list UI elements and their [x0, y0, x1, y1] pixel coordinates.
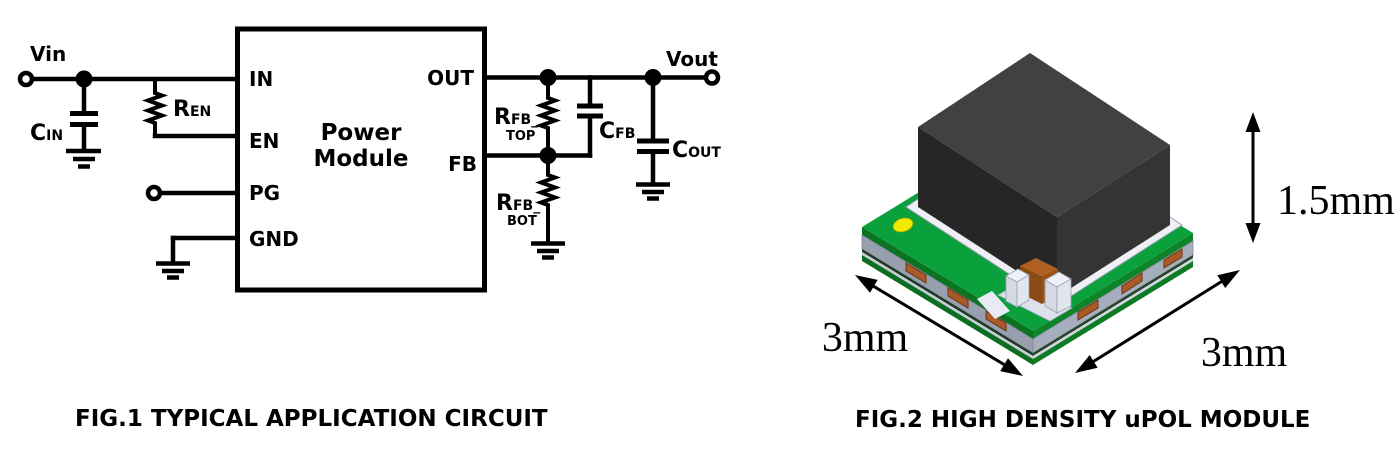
dimension-depth: 3mm — [1075, 270, 1287, 376]
pg-terminal-circle — [145, 184, 163, 202]
ren-resistor: REN — [142, 79, 240, 139]
ren-label: REN — [173, 97, 211, 122]
pg-net — [145, 184, 240, 202]
fig1-application-circuit-schematic: Vin CIN REN — [17, 26, 721, 432]
rfb-top-label-line2: TOP — [506, 129, 535, 144]
cout-capacitor: COUT — [636, 75, 721, 201]
copper-pads-right — [1077, 248, 1183, 321]
pin-label-en: EN — [249, 129, 279, 153]
power-module-box: Power Module IN EN PG GND OUT FB — [235, 26, 487, 293]
pin-label-fb: FB — [448, 152, 477, 176]
power-module-label-line2: Module — [313, 146, 408, 172]
pin-label-in: IN — [249, 67, 273, 91]
vin-net: Vin — [17, 42, 240, 88]
vin-label: Vin — [30, 42, 66, 66]
vin-terminal-circle — [17, 70, 35, 88]
pin1-marker-dot — [892, 217, 914, 233]
vout-label: Vout — [666, 47, 718, 71]
rfb-bot-label-line2: BOT — [507, 214, 537, 229]
fig2-caption: FIG.2 HIGH DENSITY uPOL MODULE — [855, 407, 1310, 433]
pin-label-out: OUT — [427, 66, 474, 90]
dimension-width-label: 3mm — [822, 315, 909, 361]
inductor-block — [918, 53, 1170, 297]
dimension-width: 3mm — [822, 275, 1023, 376]
rfb-top-label: RFB_ — [494, 105, 538, 130]
dimension-height-label: 1.5mm — [1277, 178, 1395, 224]
dimension-depth-label: 3mm — [1201, 330, 1288, 376]
pin-label-pg: PG — [249, 181, 280, 205]
vout-terminal-circle — [703, 69, 721, 86]
dimension-height: 1.5mm — [1245, 112, 1395, 243]
cfb-capacitor: CFB — [577, 75, 635, 158]
cfb-label: CFB — [599, 119, 635, 144]
copper-pads-left — [905, 262, 1007, 332]
pin-label-gnd: GND — [249, 227, 299, 251]
fig1-caption: FIG.1 TYPICAL APPLICATION CIRCUIT — [75, 406, 548, 432]
rfb-top-resistor: RFB_ TOP — [494, 77, 561, 156]
fig2-upol-module-render: 3mm 3mm 1.5mm FIG.2 HIGH DENSITY uPOL MO… — [822, 53, 1395, 433]
cin-capacitor: CIN — [30, 76, 101, 169]
fb-net — [482, 147, 593, 164]
vout-net: Vout — [482, 47, 721, 86]
gnd-net — [156, 235, 240, 280]
rfb-bot-resistor: RFB_ BOT — [496, 155, 565, 260]
rfb-bot-label: RFB_ — [496, 191, 540, 216]
cin-label: CIN — [30, 121, 63, 146]
mlcc-capacitor — [977, 258, 1073, 322]
cout-label: COUT — [672, 138, 721, 163]
mlcc-edge-land — [977, 291, 1010, 319]
power-module-label-line1: Power — [321, 120, 403, 146]
